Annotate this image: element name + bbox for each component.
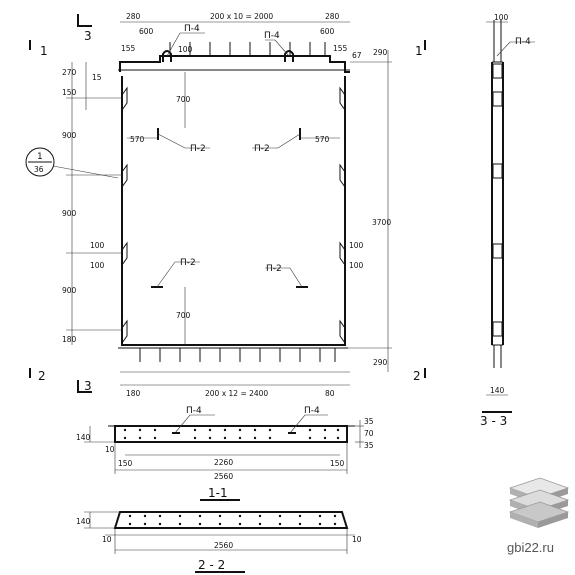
left-dim-100-b: 100 [90, 261, 105, 270]
top-dim-left-600: 600 [139, 27, 154, 36]
section-33-title: 3 - 3 [480, 414, 507, 428]
section-33-p4: П-4 [515, 37, 531, 47]
bottom-grid-marks [139, 348, 336, 362]
inner-dim-100-a: 100 [349, 241, 364, 250]
site-name[interactable]: gbi22.ru [507, 540, 554, 555]
left-dim-900-1: 900 [62, 131, 77, 140]
inner-dim-700-top: 700 [176, 95, 191, 104]
section-33-bottom-dim: 140 [490, 386, 505, 395]
section-mark-1-left: 1 [40, 44, 48, 58]
section-11-right-35b: 35 [364, 441, 374, 450]
lifting-loop-left [162, 50, 172, 62]
right-dim-290-top: 290 [373, 48, 388, 57]
top-grid-marks [169, 42, 326, 56]
right-dim-290-bottom: 290 [373, 358, 388, 367]
top-dim-left-end: 280 [126, 12, 141, 21]
left-dim-150: 150 [62, 88, 77, 97]
section-11-total: 2560 [214, 472, 233, 481]
mark-p4-left: П-4 [184, 24, 200, 34]
section-mark-2-right: 2 [413, 369, 421, 383]
section-11-p4-right: П-4 [304, 406, 320, 416]
top-dim-spacing: 200 x 10 = 2000 [210, 12, 273, 21]
left-dim-15: 15 [92, 73, 102, 82]
left-dim-900-2: 900 [62, 209, 77, 218]
section-3-3 [482, 20, 535, 413]
panel-elevation [25, 14, 426, 393]
top-dim-left-155: 155 [121, 44, 136, 53]
section-11-height: 140 [76, 433, 91, 442]
lifting-loop-right [284, 50, 294, 62]
top-dim-right-end: 280 [325, 12, 340, 21]
inner-dim-700-bottom: 700 [176, 311, 191, 320]
inner-dim-570-left: 570 [130, 135, 145, 144]
side-keys [121, 86, 346, 344]
section-mark-3-bottom: 3 [84, 379, 92, 393]
section-mark-3-top: 3 [84, 29, 92, 43]
section-11-right-150: 150 [330, 459, 345, 468]
section-22-holes [128, 514, 337, 526]
left-dim-180: 180 [62, 335, 77, 344]
section-22-right-10: 10 [352, 535, 362, 544]
mark-p2-top-right: П-2 [254, 144, 270, 154]
section-11-holes [123, 428, 340, 440]
mark-p2-bottom-left: П-2 [180, 258, 196, 268]
bottom-dim-right-end: 80 [325, 389, 335, 398]
mark-p4-right: П-4 [264, 31, 280, 41]
section-mark-1-right: 1 [415, 44, 423, 58]
right-dim-3700: 3700 [372, 218, 391, 227]
section-11-left-150: 150 [118, 459, 133, 468]
section-11-title: 1-1 [208, 486, 228, 500]
section-2-2 [84, 511, 355, 573]
top-dim-67: 67 [352, 51, 362, 60]
callout-sheet: 36 [34, 165, 44, 174]
mark-p2-bottom-right: П-2 [266, 264, 282, 274]
section-11-inner: 2260 [214, 458, 233, 467]
section-22-title: 2 - 2 [198, 558, 225, 572]
section-33-top-dim: 100 [494, 13, 509, 22]
bottom-dim-left-end: 180 [126, 389, 141, 398]
top-dim-right-600: 600 [320, 27, 335, 36]
callout-number: 1 [37, 152, 43, 162]
stacked-slabs-icon [508, 477, 570, 528]
section-22-left-10: 10 [102, 535, 112, 544]
bottom-dim-spacing: 200 x 12 = 2400 [205, 389, 268, 398]
section-1-1 [84, 414, 364, 501]
left-dim-100-a: 100 [90, 241, 105, 250]
section-11-right-70: 70 [364, 429, 374, 438]
left-dim-270: 270 [62, 68, 77, 77]
inner-dim-570-right: 570 [315, 135, 330, 144]
top-dim-right-155: 155 [333, 44, 348, 53]
section-22-height: 140 [76, 517, 91, 526]
mark-p2-top-left: П-2 [190, 144, 206, 154]
section-mark-2-left: 2 [38, 369, 46, 383]
section-22-total: 2560 [214, 541, 233, 550]
section-11-left-10: 10 [105, 445, 115, 454]
section-11-right-35a: 35 [364, 417, 374, 426]
section-11-p4-left: П-4 [186, 406, 202, 416]
inner-dim-100-b: 100 [349, 261, 364, 270]
top-dim-100: 100 [178, 45, 193, 54]
detail-callout [25, 147, 55, 177]
left-dim-900-3: 900 [62, 286, 77, 295]
